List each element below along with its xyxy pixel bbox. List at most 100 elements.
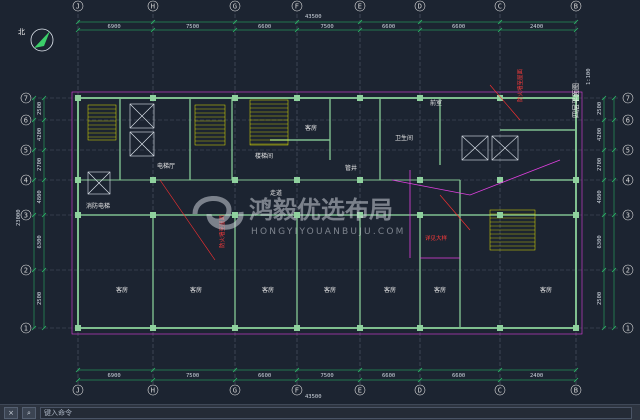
dimension-value: 6900 (108, 24, 121, 30)
dimension-tick (41, 177, 47, 183)
axis-bubble (622, 144, 634, 156)
dimension-value: 6600 (452, 24, 465, 30)
column (150, 95, 156, 101)
dimension-tick (601, 177, 607, 183)
dimension-tick (573, 367, 579, 373)
dimension-tick (573, 377, 579, 383)
dimension-tick (601, 212, 607, 218)
dimension-tick (75, 377, 81, 383)
axis-bubble (20, 92, 32, 104)
column (232, 212, 238, 218)
column (232, 95, 238, 101)
axis-bubble-label: 4 (24, 176, 28, 184)
dimension-value: 2700 (597, 158, 603, 171)
dimension-tick (41, 267, 47, 273)
close-icon[interactable]: × (4, 406, 18, 419)
axis-bubble-label: B (574, 386, 578, 394)
axis-bubble (20, 114, 32, 126)
command-input[interactable]: 键入命令 (40, 406, 632, 419)
axis-bubble (622, 322, 634, 334)
column (497, 212, 503, 218)
dimension-tick (611, 177, 617, 183)
column (357, 212, 363, 218)
column (75, 177, 81, 183)
elevator-shafts (87, 103, 519, 195)
dimension-tick (75, 19, 81, 25)
dimension-tick (75, 27, 81, 33)
axis-bubble (147, 0, 159, 12)
dimension-value: 2500 (37, 102, 43, 115)
search-icon[interactable]: ⌕ (22, 406, 36, 419)
dimension-tick (357, 377, 363, 383)
dimension-tick (41, 95, 47, 101)
dimension-value: 4200 (37, 128, 43, 141)
dimension-tick (611, 325, 617, 331)
axis-bubble (494, 384, 506, 396)
dimension-tick (611, 147, 617, 153)
room-label: 卫生间 (395, 134, 413, 142)
dimension-value: 7500 (321, 373, 334, 379)
dimension-tick (294, 367, 300, 373)
axis-bubble-label: D (418, 2, 422, 10)
dimension-tick (611, 117, 617, 123)
column (573, 212, 579, 218)
dimension-tick (601, 117, 607, 123)
watermark-swirl-icon (192, 196, 244, 230)
dimension-value: 2400 (530, 373, 543, 379)
dimension-tick (232, 367, 238, 373)
dimension-tick (41, 117, 47, 123)
dimension-tick (611, 95, 617, 101)
axis-bubble-label: 5 (626, 146, 630, 154)
dimension-total-bottom: 43500 (305, 394, 322, 400)
dimension-tick (611, 267, 617, 273)
axis-bubble (20, 144, 32, 156)
column (417, 177, 423, 183)
dimension-tick (417, 367, 423, 373)
axis-bubble-label: 3 (24, 211, 28, 219)
axis-bubble-label: 7 (24, 94, 28, 102)
dimension-total-left: 23000 (16, 209, 22, 226)
column (294, 212, 300, 218)
dimension-tick (497, 367, 503, 373)
axis-bubble-label: 4 (626, 176, 630, 184)
dimension-tick (75, 367, 81, 373)
dimension-tick (31, 267, 37, 273)
axis-bubble-label: H (151, 386, 155, 394)
dimension-value: 7500 (186, 373, 199, 379)
column (75, 212, 81, 218)
column (150, 212, 156, 218)
dimension-tick (601, 325, 607, 331)
dimension-tick (601, 147, 607, 153)
room-label: 前室 (430, 99, 442, 107)
axis-bubble (570, 0, 582, 12)
dimension-tick (232, 27, 238, 33)
dimension-tick (601, 95, 607, 101)
dimension-value: 4800 (37, 190, 43, 203)
command-bar: × ⌕ 键入命令 (0, 404, 640, 420)
column (294, 95, 300, 101)
dimension-value: 2500 (37, 292, 43, 305)
axis-bubble (622, 92, 634, 104)
dimension-tick (41, 147, 47, 153)
axis-bubble (20, 174, 32, 186)
dimension-tick (31, 177, 37, 183)
axis-bubble-label: F (295, 2, 299, 10)
axis-bubble (570, 384, 582, 396)
dimension-tick (573, 27, 579, 33)
dimension-value: 6600 (382, 24, 395, 30)
dimension-value: 2500 (597, 292, 603, 305)
axis-bubble (20, 264, 32, 276)
column (357, 177, 363, 183)
column (573, 325, 579, 331)
dimension-tick (294, 19, 300, 25)
axis-bubble-label: E (358, 2, 362, 10)
dimension-tick (150, 19, 156, 25)
dimension-value: 2400 (530, 24, 543, 30)
dimension-value: 2700 (37, 158, 43, 171)
column (357, 325, 363, 331)
north-arrow-icon: 北 (18, 28, 54, 52)
